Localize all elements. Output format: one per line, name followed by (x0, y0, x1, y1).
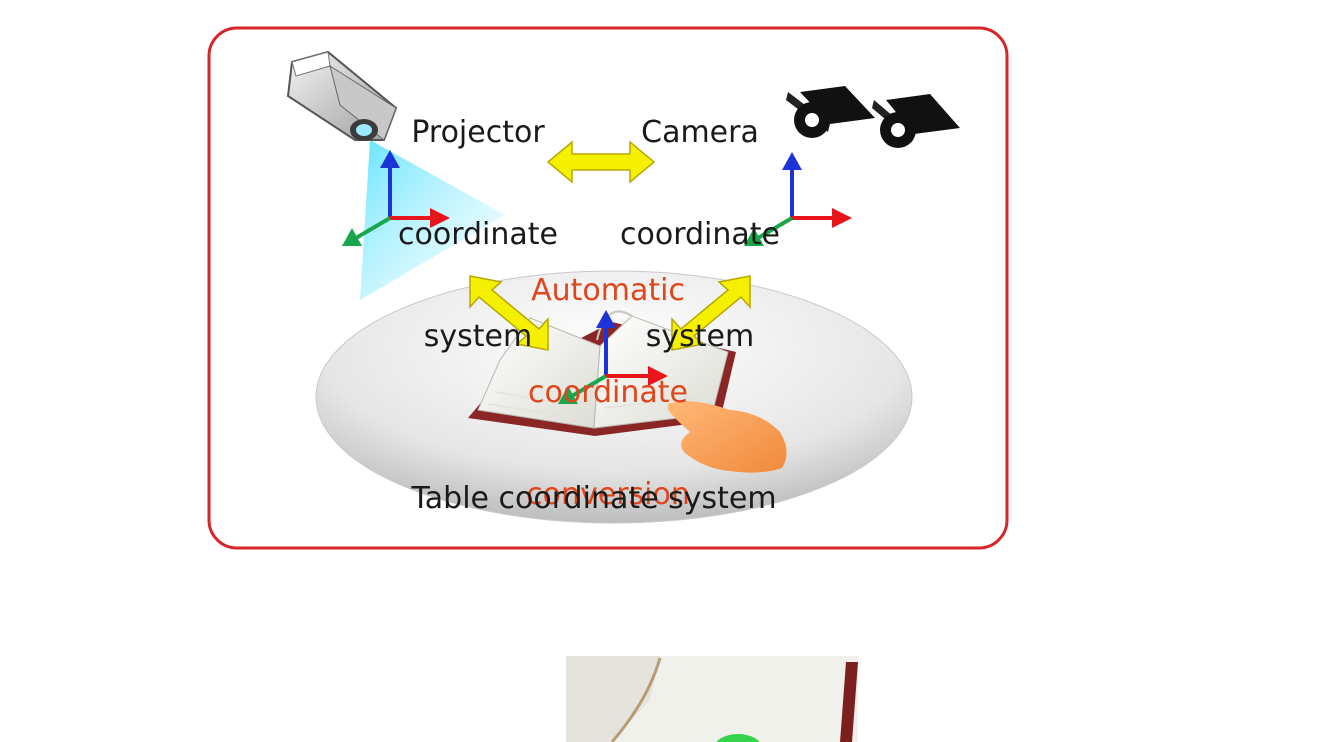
camera-label-line: system (645, 319, 755, 354)
conversion-label-line: conversion (526, 477, 690, 512)
double-arrow-projector-camera (546, 140, 656, 184)
conversion-label-line: coordinate (527, 375, 688, 410)
pointing-hand-icon (668, 401, 787, 473)
table-axes (558, 310, 668, 404)
camera-label-line: Camera (641, 115, 759, 150)
double-arrow-camera-table (671, 275, 751, 351)
table-system-label: Table coordinate system (411, 481, 777, 516)
projector-label-line: coordinate (397, 217, 558, 252)
projector-axes (342, 150, 450, 246)
camera-axes (744, 152, 852, 246)
camera-icon (872, 94, 960, 148)
projector-label-line: Projector (411, 115, 545, 150)
camera-label-line: coordinate (619, 217, 780, 252)
automatic-conversion-label: Automatic coordinate conversion (508, 206, 708, 546)
double-arrow-projector-table (469, 275, 549, 351)
conversion-label-line: Automatic (531, 273, 685, 308)
projector-system-label: Projector coordinate system (378, 48, 578, 388)
camera-icon (786, 86, 875, 138)
camera-system-label: Camera coordinate system (598, 48, 802, 388)
cropped-book-closeup (566, 656, 858, 742)
projector-icon (286, 50, 398, 141)
projector-label-line: system (423, 319, 533, 354)
